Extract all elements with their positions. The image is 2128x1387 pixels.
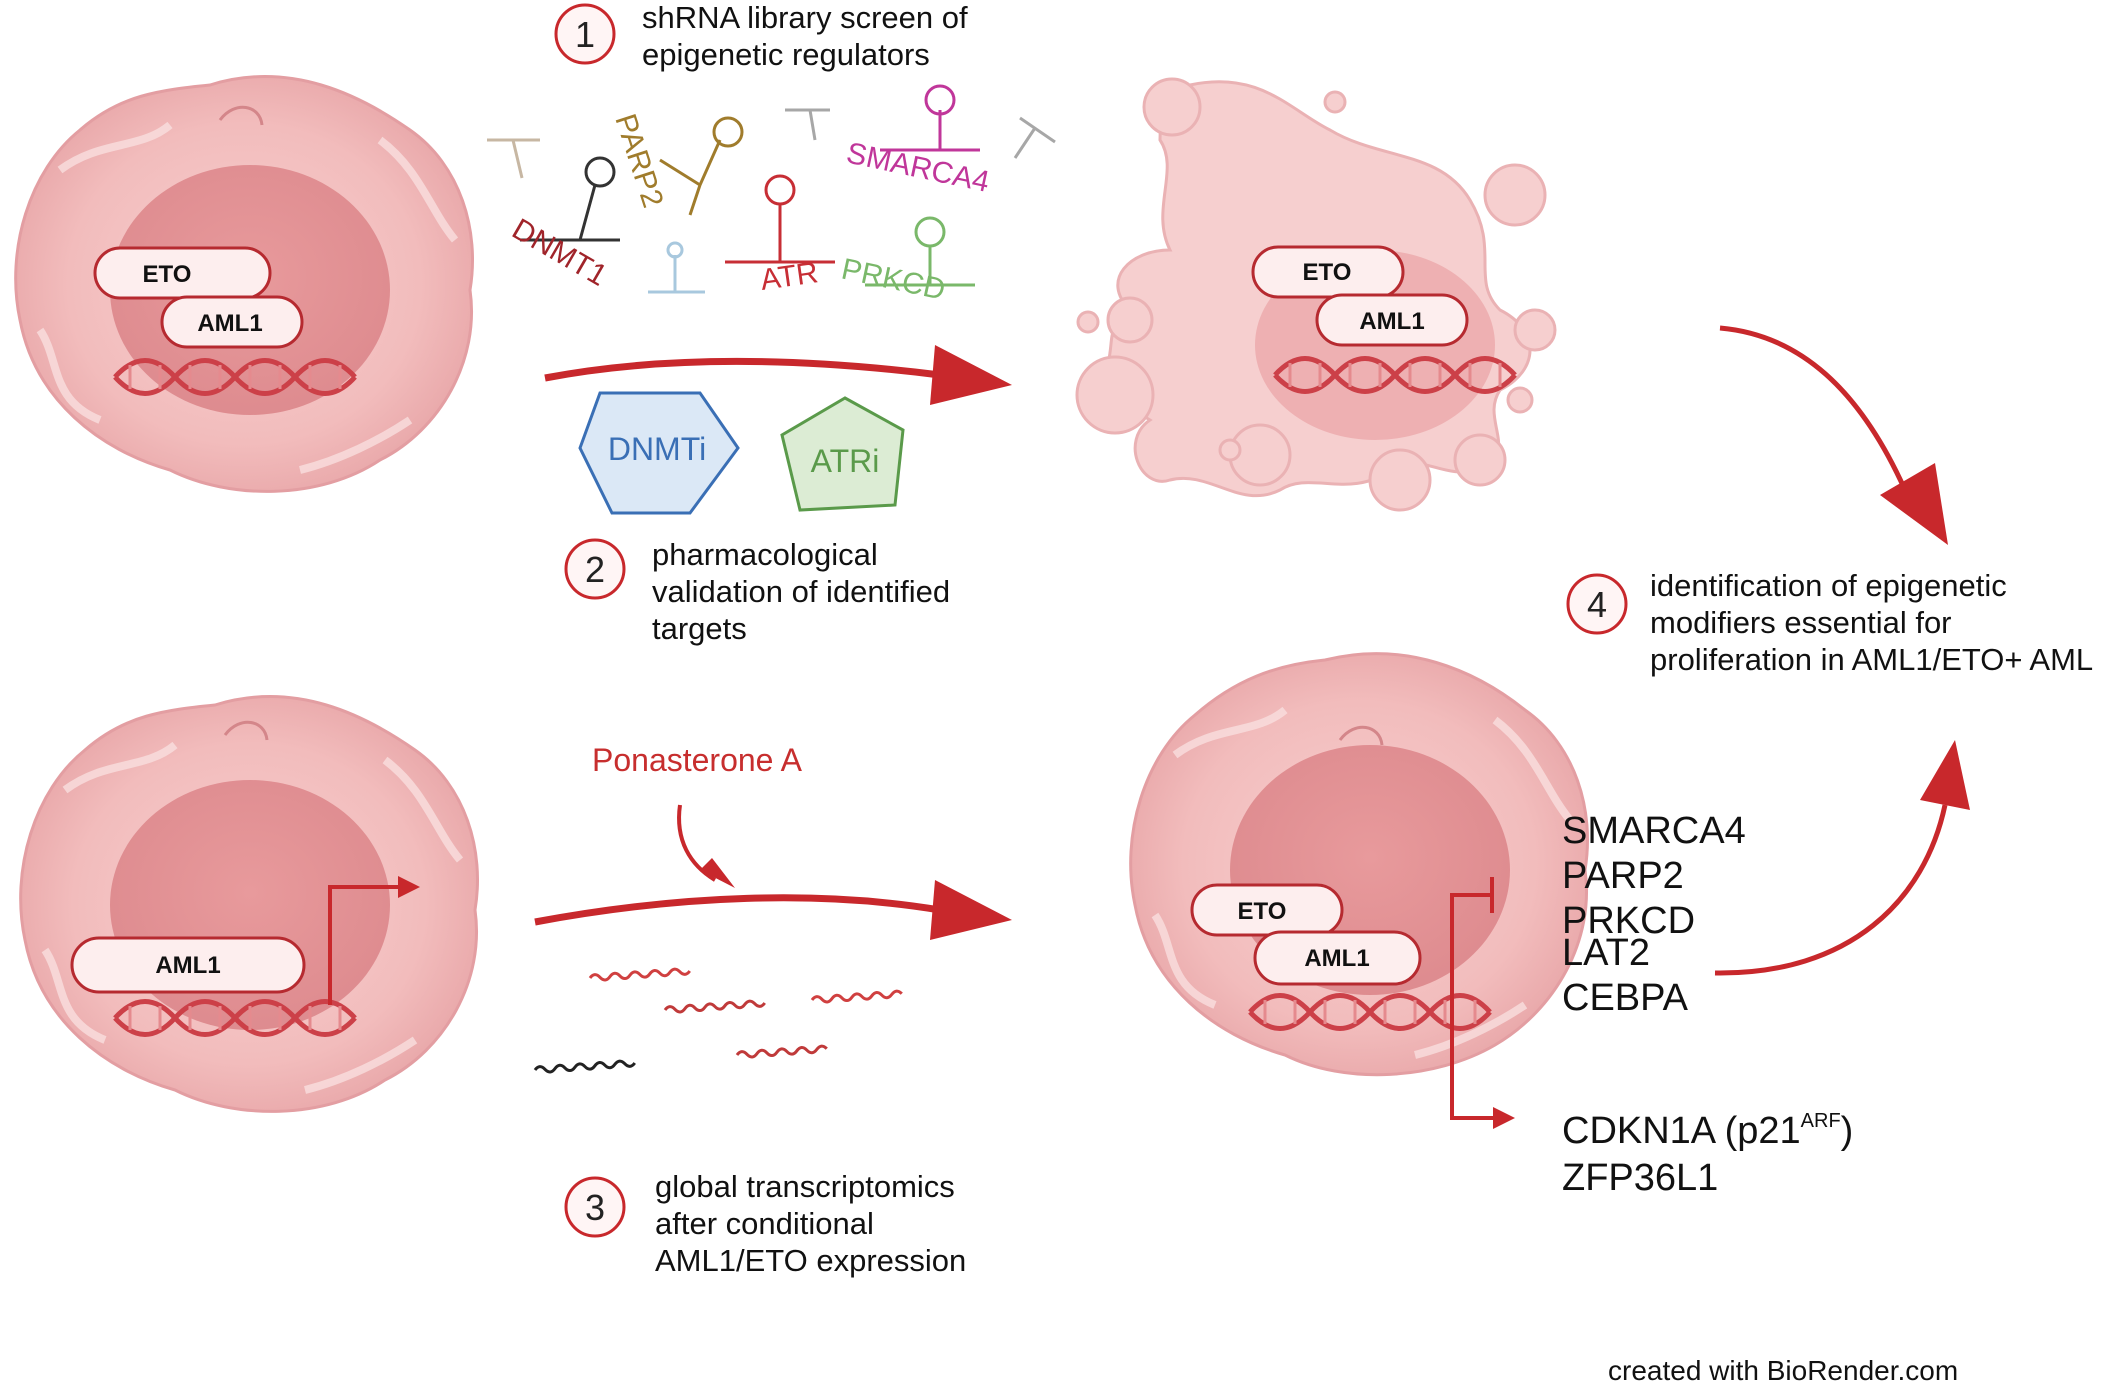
aml1-label: AML1 [1304,945,1369,972]
transcription-arrow [328,885,400,1005]
gene-name: CDKN1A (p21 [1562,1110,1801,1152]
shrna-hairpin-small [487,138,540,179]
step-2: 2 pharmacological validation of identifi… [564,537,950,646]
repressed-gene-list: SMARCA4 PARP2 PRKCD LAT2 CEBPA [1562,810,1746,1019]
drug-label-dnmti: DNMTi [608,431,706,467]
step-1-number: 1 [575,14,595,55]
gene-close: ) [1841,1110,1854,1152]
activated-gene-list: CDKN1A (p21ARF) ZFP36L1 [1562,1110,1853,1199]
drug-atri: ATRi [780,396,905,512]
cell-bottom-left: AML1 [19,695,479,1113]
inducer-label: Ponasterone A [592,742,803,778]
step-4: 4 identification of epigenetic modifiers… [1566,568,2093,677]
shrna-hairpin-dnmt1 [520,156,620,242]
eto-label: ETO [1303,259,1352,286]
shrna-hairpin-smarca4 [880,84,980,152]
activation-line [1450,1040,1495,1120]
step-3: 3 global transcriptomics after condition… [564,1169,966,1278]
repression-line [1450,893,1492,1040]
shrna-label-smarca4: SMARCA4 [844,137,993,199]
step-4-line-2: modifiers essential for [1650,605,1952,640]
activated-gene-zfp36l1: ZFP36L1 [1562,1157,1718,1199]
arrow-to-step4-top [1719,325,1908,492]
cell-bottom-right: ETO AML1 [1129,652,1589,1129]
cell-top-left: ETO AML1 [14,75,474,493]
drug-dnmti: DNMTi [578,391,740,515]
step-2-line-2: validation of identified [652,574,950,609]
step-2-badge [564,538,626,600]
step-4-number: 4 [1587,584,1607,625]
aml1-pill [70,936,306,994]
shrna-library: PARP2 SMARCA4 DNMT1 ATR PRKCD [487,84,1056,307]
activated-gene-cdkn1a: CDKN1A (p21ARF) [1562,1110,1853,1152]
repressed-gene: PARP2 [1562,855,1684,897]
credit-text: created with BioRender.com [1608,1355,1958,1386]
step-1-line-2: epigenetic regulators [642,37,930,72]
shrna-hairpin-small [1013,116,1056,159]
shrna-label-prkcd: PRKCD [839,253,949,307]
shrna-label-atr: ATR [758,256,820,297]
eto-label: ETO [1238,898,1287,925]
cell-apoptotic: ETO AML1 [1075,77,1557,512]
drug-label-atri: ATRi [811,443,880,479]
shrna-hairpin-prkcd [865,216,975,287]
step-3-badge [564,1176,626,1238]
eto-pill [1251,245,1405,299]
step-1-badge [554,3,616,65]
step-3-number: 3 [585,1187,605,1228]
arrow-expression [534,894,941,926]
arrow-head [930,345,1012,405]
shrna-hairpin-parp2 [659,116,744,216]
step-2-line-1: pharmacological [652,537,878,572]
step-1-line-1: shRNA library screen of [642,0,968,35]
arrow-head [1920,740,1970,810]
aml1-label: AML1 [197,310,262,337]
eto-label: ETO [143,261,192,288]
gene-superscript: ARF [1801,1110,1841,1132]
step-4-line-1: identification of epigenetic [1650,568,2007,603]
inducer-arrow [677,804,717,882]
shrna-hairpin-atr [725,174,835,264]
repressed-gene: LAT2 [1562,932,1650,974]
repressed-gene: CEBPA [1562,977,1689,1019]
aml1-pill [1315,293,1469,347]
aml1-label: AML1 [1359,308,1424,335]
repressed-gene: PRKCD [1562,900,1695,942]
repressed-gene: SMARCA4 [1562,810,1746,852]
aml1-pill [1253,930,1422,986]
step-2-number: 2 [585,549,605,590]
step-3-line-3: AML1/ETO expression [655,1243,966,1278]
arrow-to-step4-bottom [1714,804,1948,976]
aml1-label: AML1 [155,952,220,979]
step-4-line-3: proliferation in AML1/ETO+ AML [1650,642,2093,677]
aml1-pill [160,295,304,349]
step-4-badge [1566,573,1628,635]
shrna-label-dnmt1: DNMT1 [507,212,613,292]
step-3-line-2: after conditional [655,1206,874,1241]
shrna-hairpin-small [648,241,705,294]
mrna-transcripts [533,967,903,1074]
shrna-hairpin-small [785,108,830,141]
arrow-head [1880,463,1948,545]
step-3-line-1: global transcriptomics [655,1169,955,1204]
step-2-line-3: targets [652,611,747,646]
step-1: 1 shRNA library screen of epigenetic reg… [554,0,968,72]
arrow-head [930,880,1012,940]
arrow-screen [544,357,941,382]
